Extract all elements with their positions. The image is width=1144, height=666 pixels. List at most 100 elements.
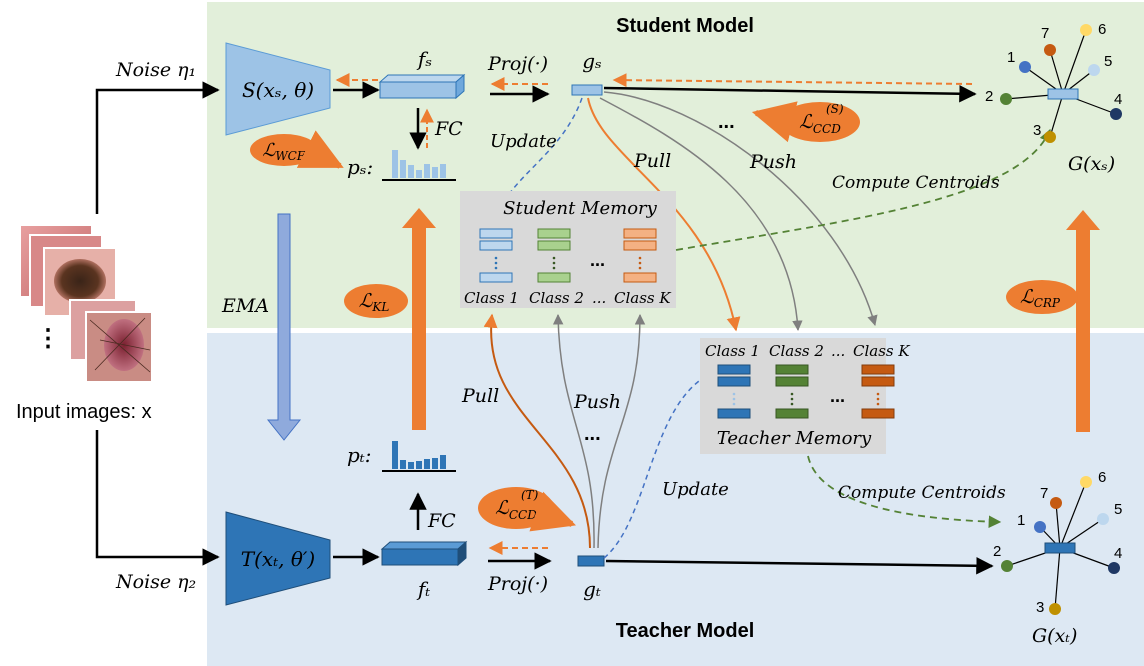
teacher-node-7 <box>1050 497 1062 509</box>
teacher-node-6-label: 6 <box>1098 469 1106 486</box>
teacher-push-curve-2 <box>597 313 646 549</box>
student-pull-label: Pull <box>633 150 671 172</box>
teacher-embedding-label: gₜ <box>583 577 601 601</box>
teacher-pull-curve <box>483 313 591 549</box>
teacher-memory-ellipsis-label: ... <box>831 342 845 360</box>
student-node-5 <box>1088 64 1100 76</box>
teacher-push-curve-1 <box>552 313 595 549</box>
student-encoder <box>225 42 331 136</box>
teacher-encoder <box>225 511 331 606</box>
student-graph-label: G(xₛ) <box>1068 153 1115 175</box>
ema-arrow <box>266 213 302 441</box>
teacher-node-1-label: 1 <box>1017 512 1025 529</box>
student-push-label: Push <box>749 151 797 173</box>
student-push-dots: ... <box>718 111 735 133</box>
student-memory-classk <box>623 228 657 283</box>
input-dots: ⋮ <box>36 325 60 352</box>
student-encoder-label: S(xₛ, θ) <box>242 78 314 102</box>
teacher-model-title: Teacher Model <box>616 620 755 642</box>
teacher-memory-class2 <box>775 364 809 419</box>
teacher-memory-title: Teacher Memory <box>717 428 872 449</box>
teacher-encoder-label: T(xₜ, θ′) <box>241 547 315 571</box>
loss-crp-badge <box>1006 280 1078 314</box>
teacher-memory-classk-label: Class K <box>853 342 910 360</box>
student-node-7 <box>1044 44 1056 56</box>
arrow-ccd-student <box>751 101 798 143</box>
student-feature-label: fₛ <box>416 47 432 71</box>
arrow-teacher-embedding-to-graph <box>605 557 994 575</box>
loss-ccd-student-sup: (S) <box>826 102 844 116</box>
teacher-prob-label: pₜ: <box>347 443 371 467</box>
teacher-fc-label: FC <box>427 510 456 532</box>
student-memory-ellipsis-label: ... <box>592 289 606 307</box>
student-node-6-label: 6 <box>1098 21 1106 38</box>
teacher-update-label: Update <box>662 479 729 500</box>
teacher-node-2 <box>1001 560 1013 572</box>
teacher-memory-class2-label: Class 2 <box>769 342 824 360</box>
teacher-node-7-label: 7 <box>1040 485 1048 502</box>
teacher-prob-histogram <box>392 441 446 469</box>
loss-crp-label: ℒCRP <box>1020 286 1061 310</box>
teacher-panel <box>207 333 1144 666</box>
student-memory-class2-label: Class 2 <box>529 289 584 307</box>
student-push-curve-1 <box>599 97 803 332</box>
student-memory-title: Student Memory <box>503 198 657 219</box>
arrow-student-embedding-to-graph <box>603 84 977 103</box>
loss-kl-badge <box>344 284 408 318</box>
teacher-embedding <box>577 555 605 567</box>
teacher-node-4 <box>1108 562 1120 574</box>
noise-eta2-label: Noise η₂ <box>115 571 196 593</box>
arrow-wce-to-prob <box>296 130 344 169</box>
arrow-input-to-student <box>95 81 220 214</box>
student-graph <box>1005 29 1117 138</box>
student-memory-class1-label: Class 1 <box>464 289 519 307</box>
student-embedding-label: gₛ <box>582 49 602 73</box>
student-push-curve-2 <box>603 91 878 327</box>
student-memory-classk-label: Class K <box>614 289 671 307</box>
teacher-memory-class1 <box>717 364 751 419</box>
kl-arrow <box>402 208 436 430</box>
teacher-feature-label: fₜ <box>416 577 430 601</box>
noise-eta1-label: Noise η₁ <box>115 59 196 81</box>
student-prob-histogram <box>392 150 446 178</box>
teacher-memory-dots: ... <box>830 386 845 406</box>
student-node-2-label: 2 <box>985 88 993 105</box>
teacher-compute-centroids-arrow <box>807 455 1002 528</box>
teacher-node-4-label: 4 <box>1114 545 1122 562</box>
teacher-node-1 <box>1034 521 1046 533</box>
student-model-title: Student Model <box>616 15 754 37</box>
teacher-compute-centroids-label: Compute Centroids <box>838 483 1006 503</box>
ema-label: EMA <box>221 295 269 317</box>
loss-ccd-teacher-sup: (T) <box>521 488 539 502</box>
student-node-5-label: 5 <box>1104 53 1112 70</box>
student-update-label: Update <box>490 131 557 152</box>
student-node-7-label: 7 <box>1041 25 1049 42</box>
student-node-3 <box>1044 131 1056 143</box>
teacher-node-3-label: 3 <box>1036 599 1044 616</box>
arrow-input-to-teacher <box>95 430 220 566</box>
teacher-pull-label: Pull <box>461 385 499 407</box>
loss-ccd-student-badge <box>780 102 860 142</box>
student-node-6 <box>1080 24 1092 36</box>
student-compute-centroids-label: Compute Centroids <box>832 173 1000 193</box>
teacher-push-label: Push <box>573 391 621 413</box>
student-node-1-label: 1 <box>1007 49 1015 66</box>
student-compute-centroids-arrow <box>675 128 1052 251</box>
student-node-1 <box>1019 61 1031 73</box>
student-proj-label: Proj(·) <box>487 53 548 75</box>
student-embedding <box>571 84 603 96</box>
loss-kl-label: ℒKL <box>359 290 390 314</box>
teacher-node-3 <box>1049 603 1061 615</box>
teacher-node-5-label: 5 <box>1114 501 1122 518</box>
student-prob-label: pₛ: <box>347 155 373 179</box>
input-images-stack <box>19 224 153 383</box>
teacher-memory-box <box>700 338 886 454</box>
student-pull-curve <box>587 97 741 332</box>
teacher-node-5 <box>1097 513 1109 525</box>
student-node-2 <box>1000 93 1012 105</box>
student-memory-dots: ... <box>590 250 605 270</box>
teacher-feature-block <box>380 540 468 567</box>
student-memory-class2 <box>537 228 571 283</box>
student-fc-label: FC <box>434 118 463 140</box>
